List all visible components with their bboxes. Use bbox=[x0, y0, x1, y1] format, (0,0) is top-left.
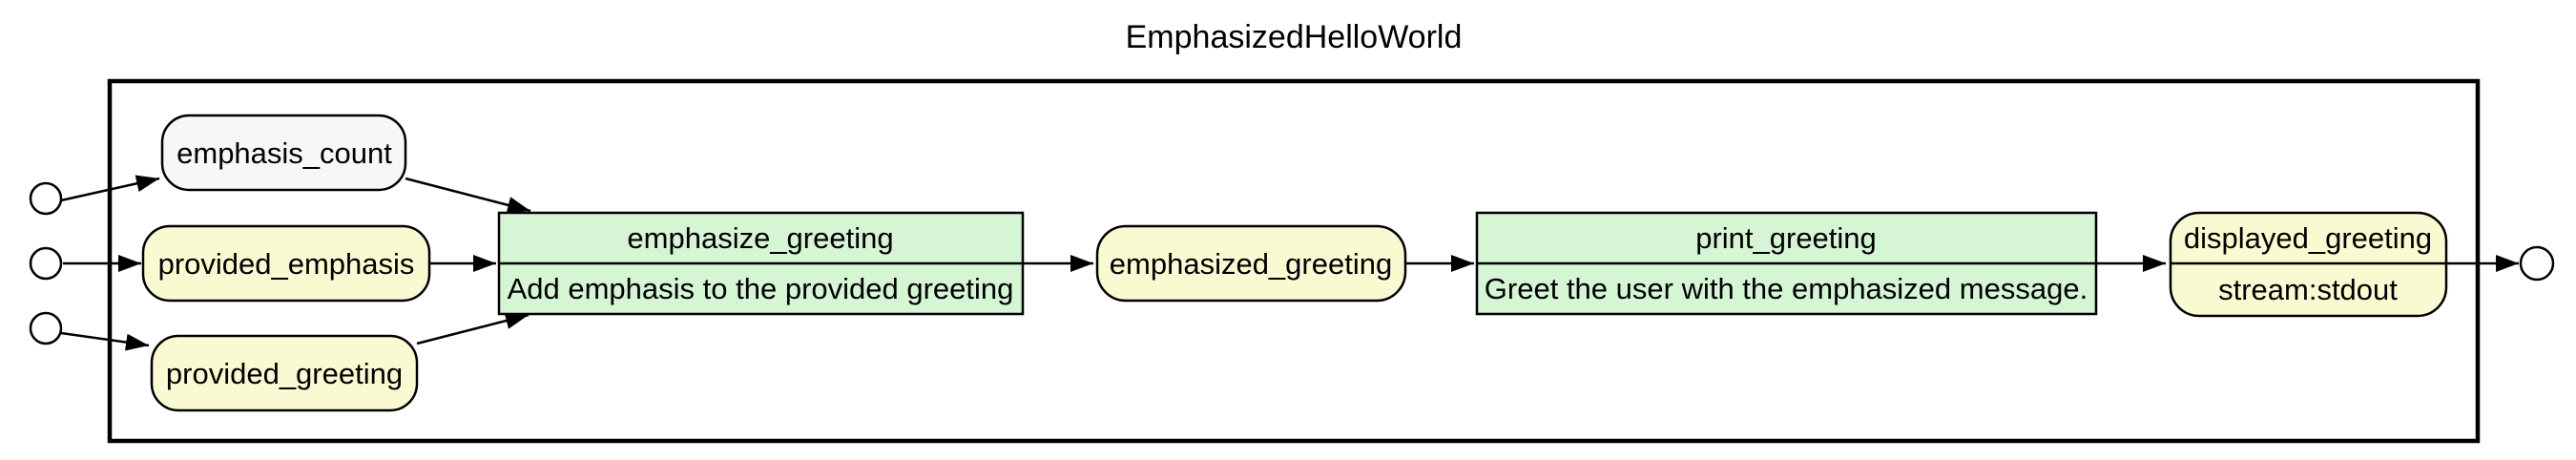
displayed-greeting-sublabel: stream:stdout bbox=[2218, 273, 2398, 306]
node-emphasis-count: emphasis_count bbox=[160, 114, 407, 192]
emphasize-greeting-label: emphasize_greeting bbox=[627, 221, 893, 255]
edge-input1-to-emphasis-count bbox=[60, 175, 160, 202]
emphasized-greeting-label: emphasized_greeting bbox=[1110, 247, 1392, 281]
node-emphasize-greeting: emphasize_greeting Add emphasis to the p… bbox=[497, 211, 1025, 316]
emphasize-greeting-description: Add emphasis to the provided greeting bbox=[508, 272, 1014, 305]
input-port-2-circle bbox=[29, 246, 63, 281]
edge-provided-greeting-to-emphasize-greeting bbox=[416, 312, 530, 345]
edge-emphasis-count-to-emphasize-greeting bbox=[405, 177, 531, 214]
node-print-greeting: print_greeting Greet the user with the e… bbox=[1475, 211, 2098, 316]
emphasized-greeting-shape bbox=[1095, 224, 1407, 303]
emphasis-count-shape bbox=[160, 114, 407, 192]
emphasis-count-label: emphasis_count bbox=[177, 136, 392, 170]
edge-input3-to-provided-greeting bbox=[60, 331, 150, 351]
node-provided-emphasis: provided_emphasis bbox=[141, 224, 431, 303]
provided-greeting-shape bbox=[150, 334, 419, 412]
output-port-circle bbox=[2519, 245, 2555, 282]
node-displayed-greeting: displayed_greeting stream:stdout bbox=[2169, 211, 2448, 318]
print-greeting-description: Greet the user with the emphasized messa… bbox=[1485, 272, 2088, 305]
diagram-title: EmphasizedHelloWorld bbox=[1126, 19, 1463, 55]
edges bbox=[60, 175, 2519, 351]
node-emphasized-greeting: emphasized_greeting bbox=[1095, 224, 1407, 303]
provided-emphasis-label: provided_emphasis bbox=[158, 247, 415, 281]
provided-greeting-label: provided_greeting bbox=[166, 357, 403, 390]
displayed-greeting-label: displayed_greeting bbox=[2184, 221, 2432, 255]
input-port-3-circle bbox=[29, 311, 63, 345]
provided-emphasis-shape bbox=[141, 224, 431, 303]
print-greeting-label: print_greeting bbox=[1695, 221, 1877, 255]
node-provided-greeting: provided_greeting bbox=[150, 334, 419, 412]
input-port-1-circle bbox=[29, 181, 63, 216]
